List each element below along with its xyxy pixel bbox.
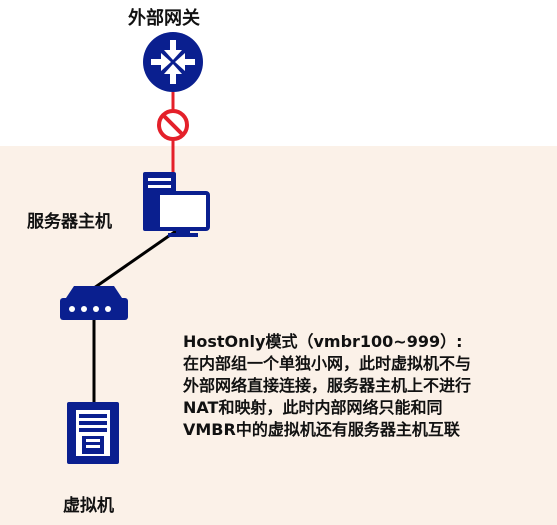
description-line: VMBR中的虚拟机还有服务器主机互联 xyxy=(183,420,460,439)
vm-server-icon xyxy=(67,402,119,464)
description-line: 外部网络直接连接，服务器主机上不进行 xyxy=(183,376,472,395)
description-title: HostOnly模式（vmbr100~999）: xyxy=(183,332,463,351)
server-computer-icon xyxy=(143,172,210,237)
router-icon xyxy=(143,32,203,92)
description-line: NAT和映射，此时内部网络只能和同 xyxy=(183,398,443,417)
vm-label: 虚拟机 xyxy=(63,496,114,516)
server-switch-link xyxy=(93,229,177,290)
server-label: 服务器主机 xyxy=(27,212,112,232)
no-entry-icon xyxy=(157,109,189,141)
mode-description: HostOnly模式（vmbr100~999）: 在内部组一个单独小网，此时虚拟… xyxy=(183,331,555,441)
gateway-label: 外部网关 xyxy=(128,8,200,29)
description-line: 在内部组一个单独小网，此时虚拟机不与 xyxy=(183,354,472,373)
switch-icon xyxy=(60,286,128,320)
